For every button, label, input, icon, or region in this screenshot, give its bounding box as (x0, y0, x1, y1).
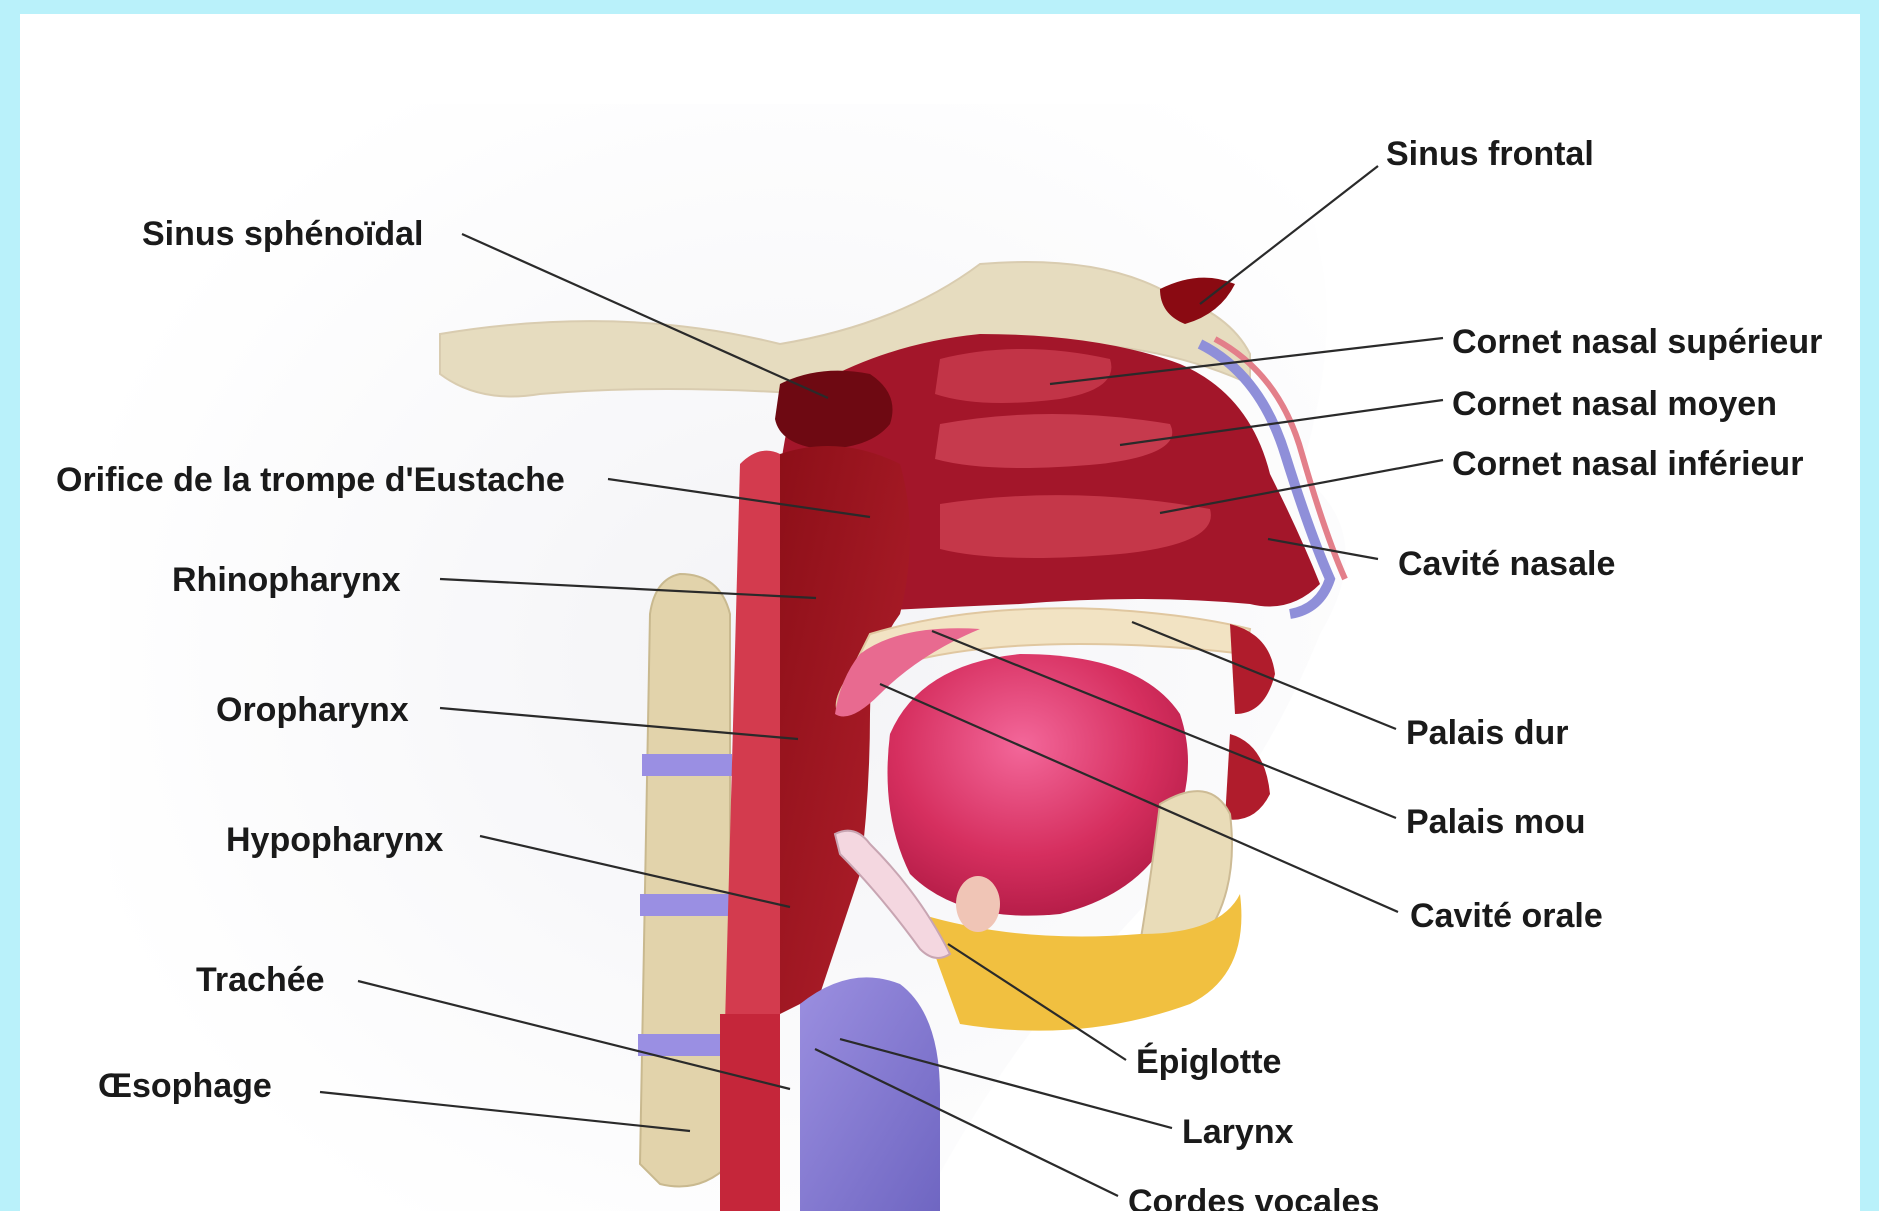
label-cornet-moyen: Cornet nasal moyen (1452, 385, 1777, 423)
label-oesophage: Œsophage (98, 1067, 272, 1105)
label-rhinopharynx: Rhinopharynx (172, 561, 401, 599)
label-cornet-superieur: Cornet nasal supérieur (1452, 323, 1822, 361)
label-cordes-vocales: Cordes vocales (1128, 1183, 1379, 1211)
label-trachee: Trachée (196, 961, 325, 999)
label-oropharynx: Oropharynx (216, 691, 409, 729)
label-cavite-nasale: Cavité nasale (1398, 545, 1615, 583)
larynx-shape (800, 977, 940, 1211)
label-cornet-inferieur: Cornet nasal inférieur (1452, 445, 1803, 483)
label-sinus-sphenoidal: Sinus sphénoïdal (142, 215, 423, 253)
cervical-spine (640, 574, 730, 1187)
vertebral-disc-1 (642, 754, 732, 776)
hyoid-bone (956, 876, 1000, 932)
esophagus-shape (720, 1014, 780, 1211)
label-epiglotte: Épiglotte (1136, 1043, 1281, 1081)
label-sinus-frontal: Sinus frontal (1386, 135, 1594, 173)
label-palais-dur: Palais dur (1406, 714, 1569, 752)
label-cavite-orale: Cavité orale (1410, 897, 1603, 935)
label-larynx: Larynx (1182, 1113, 1294, 1151)
diagram-panel: Sinus sphénoïdal Sinus frontal Cornet na… (20, 14, 1860, 1211)
vertebral-disc-2 (640, 894, 730, 916)
label-hypopharynx: Hypopharynx (226, 821, 443, 859)
label-palais-mou: Palais mou (1406, 803, 1586, 841)
vertebral-disc-3 (638, 1034, 730, 1056)
pharynx-anatomy-diagram: Sinus sphénoïdal Sinus frontal Cornet na… (20, 14, 1860, 1211)
label-orifice-eustache: Orifice de la trompe d'Eustache (56, 461, 565, 499)
